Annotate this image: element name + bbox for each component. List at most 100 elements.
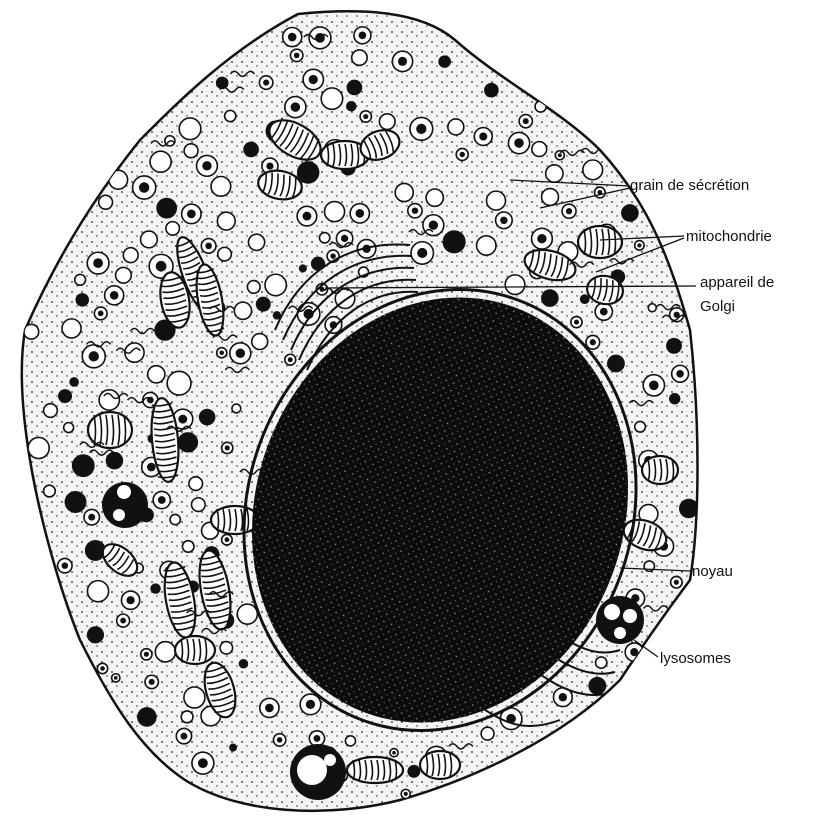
vesicle <box>44 404 58 418</box>
secretion-granule <box>256 297 271 312</box>
granule-core <box>417 248 427 258</box>
granule-core <box>514 138 524 148</box>
granule-core <box>158 496 166 504</box>
granule-core <box>114 676 118 680</box>
vesicle <box>477 236 496 255</box>
label-appareil-de-golgi-line2: Golgi <box>700 298 735 315</box>
secretion-granule <box>150 583 160 593</box>
mitochondrion <box>420 751 460 779</box>
granule-core <box>460 152 465 157</box>
granule-core <box>147 463 156 472</box>
granule-core <box>144 652 149 657</box>
vesicle <box>596 657 607 668</box>
granule-core <box>205 243 212 250</box>
label-noyau: noyau <box>692 563 733 580</box>
secretion-granule <box>137 707 157 727</box>
granule-core <box>178 415 187 424</box>
granule-core <box>600 308 608 316</box>
granule-core <box>398 57 407 66</box>
granule-core <box>120 618 126 624</box>
secretion-granule <box>65 491 87 513</box>
granule-core <box>363 114 368 119</box>
vesicle <box>182 541 194 553</box>
granule-core <box>266 163 273 170</box>
secretion-granule <box>666 338 682 354</box>
secretion-granule <box>346 101 356 111</box>
vesicle <box>237 604 257 624</box>
granule-core <box>558 153 562 157</box>
secretion-granule <box>347 80 363 96</box>
vesicle <box>448 119 464 135</box>
vesicle <box>532 142 547 157</box>
granule-core <box>294 53 300 59</box>
granule-core <box>309 75 318 84</box>
vesicle <box>189 477 203 491</box>
granule-core <box>288 357 293 362</box>
vesicle <box>167 371 191 395</box>
vesicle <box>148 366 165 383</box>
granule-core <box>100 666 105 671</box>
vesicle <box>170 514 180 524</box>
granule-core <box>537 234 546 243</box>
secretion-granule <box>87 626 104 643</box>
mitochondrion <box>88 412 132 448</box>
granule-core <box>180 733 187 740</box>
secretion-granule <box>679 499 699 519</box>
secretion-granule <box>541 289 559 307</box>
granule-core <box>263 80 269 86</box>
vesicle <box>481 727 494 740</box>
mitochondrion <box>211 506 259 534</box>
vesicle <box>181 711 193 723</box>
vesicle <box>321 88 342 109</box>
vesicle <box>62 319 81 338</box>
secretion-granule <box>484 83 499 98</box>
vesicle <box>184 144 198 158</box>
granule-core <box>676 370 684 378</box>
vesicle <box>265 274 286 295</box>
mitochondrion <box>175 636 215 664</box>
secretion-granule <box>299 264 307 272</box>
granule-core <box>341 235 348 242</box>
granule-core <box>404 792 408 796</box>
granule-core <box>306 700 315 709</box>
vesicle <box>99 195 113 209</box>
vesicle <box>232 404 241 413</box>
vesicle <box>635 421 646 432</box>
granule-core <box>303 212 312 221</box>
label-mitochondrie: mitochondrie <box>686 228 772 245</box>
secretion-granule <box>72 454 95 477</box>
secretion-granule <box>588 677 606 695</box>
granule-core <box>126 596 134 604</box>
granule-core <box>202 161 211 170</box>
secretion-granule <box>669 393 680 404</box>
granule-core <box>359 32 367 40</box>
granule-core <box>523 118 529 124</box>
granule-core <box>637 243 641 247</box>
vesicle <box>155 642 175 662</box>
secretion-granule <box>229 744 237 752</box>
vesicle <box>75 274 86 285</box>
vesicle <box>87 581 108 602</box>
granule-core <box>479 132 487 140</box>
vesicle <box>546 165 563 182</box>
granule-core <box>590 339 596 345</box>
vesicle <box>141 231 158 248</box>
vesicle <box>184 687 205 708</box>
secretion-granule <box>69 377 79 387</box>
vesicle <box>426 189 443 206</box>
granule-core <box>314 735 321 742</box>
vesicle <box>220 642 232 654</box>
granule-core <box>93 258 103 268</box>
granule-core <box>156 261 167 272</box>
secretion-granule <box>243 142 259 158</box>
secretion-granule <box>407 765 420 778</box>
granule-core <box>98 311 104 317</box>
granule-core <box>110 291 119 300</box>
vesicle <box>319 233 329 243</box>
granule-core <box>355 209 364 218</box>
vesicle <box>109 170 128 189</box>
vesicle <box>179 118 201 140</box>
granule-core <box>187 210 196 219</box>
granule-core <box>291 102 300 111</box>
secretion-granule <box>106 452 124 470</box>
